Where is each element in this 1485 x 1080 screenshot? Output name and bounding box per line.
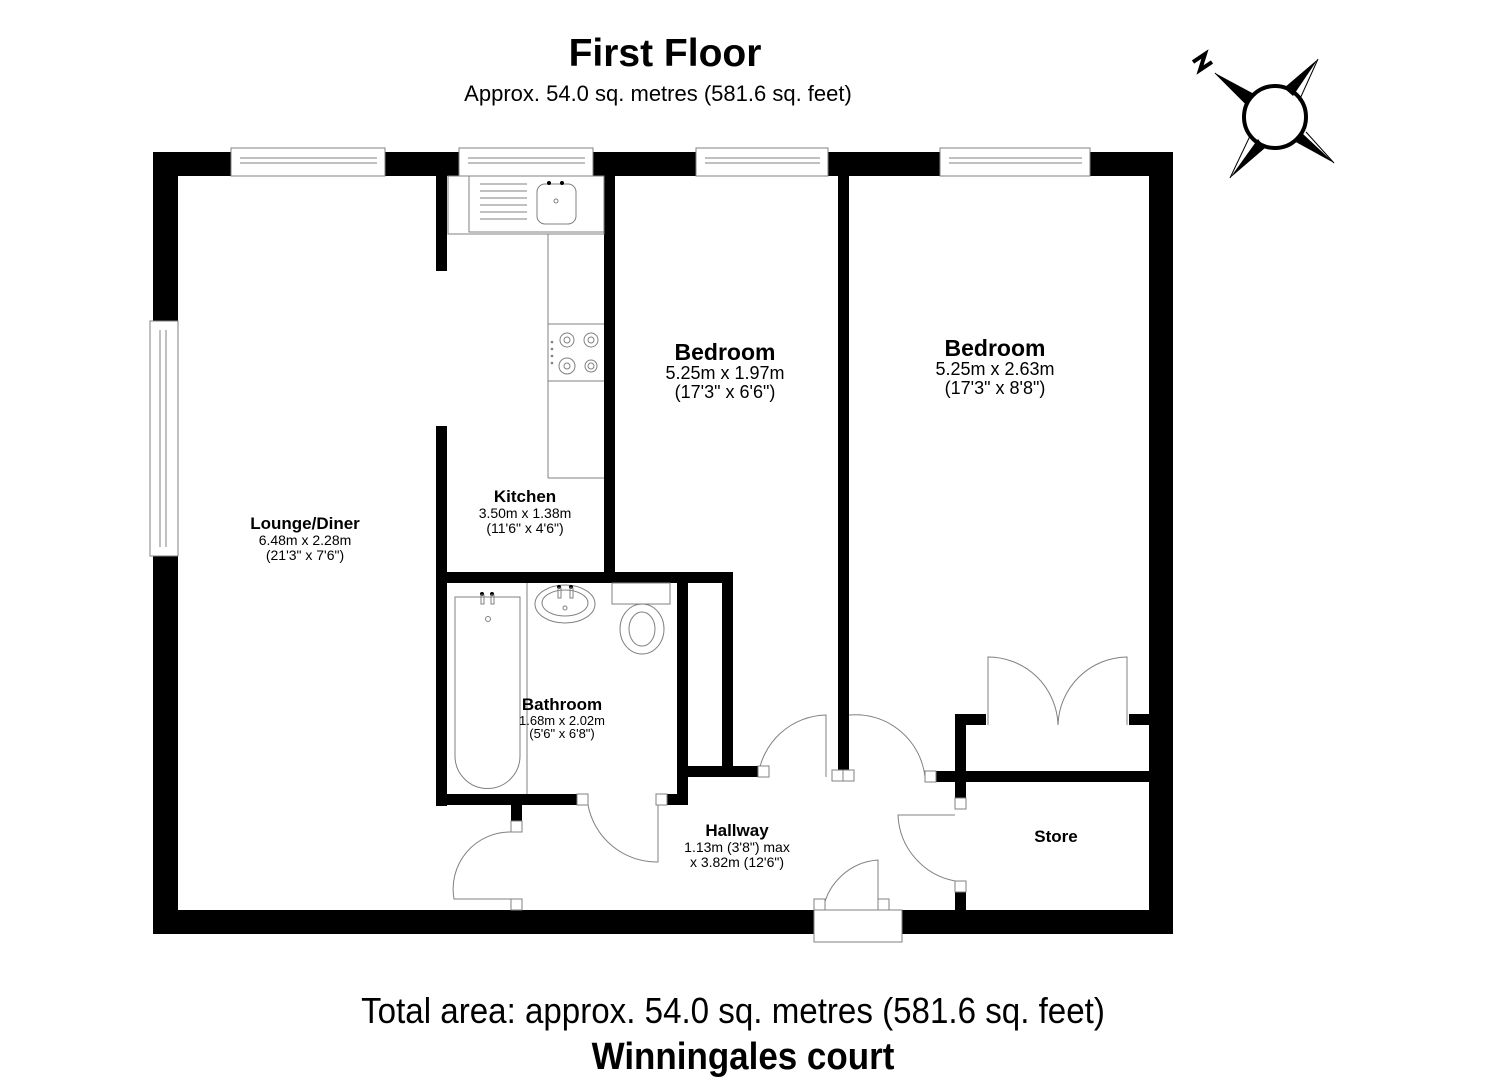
door-lounge: [452, 820, 523, 911]
window-bedroom1-top: [695, 147, 829, 177]
window-bedroom2-top: [939, 147, 1091, 177]
front-door-threshold: [813, 909, 903, 943]
sink-bowl-icon: [536, 183, 577, 225]
room-label-lounge: Lounge/Diner 6.48m x 2.28m (21'3" x 7'6"…: [250, 514, 360, 563]
kitchen-fixtures: [447, 175, 605, 479]
window-lounge-side: [149, 320, 179, 557]
hob-icon: [558, 332, 599, 375]
door-wardrobe: [987, 656, 1128, 726]
north-marker-icon: [1191, 49, 1214, 75]
bathroom-fixtures: [454, 582, 671, 794]
door-bedroom2: [842, 714, 937, 783]
room-label-hallway: Hallway 1.13m (3'8") max x 3.82m (12'6"): [684, 821, 790, 870]
bathtub-icon: [454, 596, 521, 789]
toilet-cistern-icon: [611, 582, 671, 605]
door-bathroom: [576, 793, 668, 863]
door-bedroom1: [757, 714, 844, 782]
room-label-store: Store: [1034, 827, 1078, 846]
sink-unit: [468, 175, 605, 233]
room-label-bedroom2: Bedroom 5.25m x 2.63m (17'3" x 8'8"): [935, 335, 1055, 399]
compass-rose-icon: [1191, 49, 1335, 179]
door-store: [897, 797, 967, 893]
room-label-bedroom1: Bedroom 5.25m x 1.97m (17'3" x 6'6"): [665, 339, 785, 403]
doors: [452, 656, 1128, 911]
door-front-entrance: [813, 859, 890, 911]
floor-area-subtitle: Approx. 54.0 sq. metres (581.6 sq. feet): [464, 81, 852, 106]
building-name: Winningales court: [591, 1036, 895, 1078]
windows: [149, 147, 1091, 943]
room-label-kitchen: Kitchen 3.50m x 1.38m (11'6" x 4'6"): [478, 487, 572, 536]
window-lounge-top: [230, 147, 386, 177]
floor-title: First Floor: [568, 32, 762, 75]
total-area: Total area: approx. 54.0 sq. metres (581…: [361, 990, 1105, 1031]
window-kitchen-top: [458, 147, 594, 177]
toilet-icon: [619, 603, 665, 655]
room-label-bathroom: Bathroom 1.68m x 2.02m (5'6" x 6'8"): [519, 695, 605, 742]
washbasin-icon: [534, 584, 596, 624]
